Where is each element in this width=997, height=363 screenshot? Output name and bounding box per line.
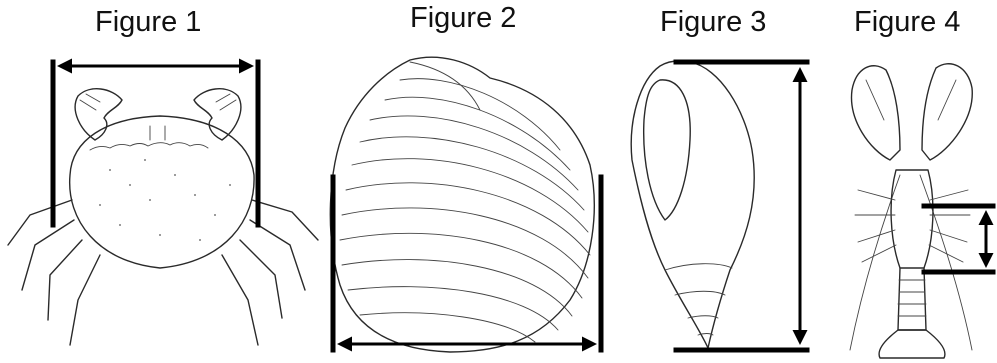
whelk-height-measure [676, 62, 807, 350]
lobster-illustration [850, 64, 972, 358]
clam-length-measure [333, 177, 601, 350]
whelk-illustration [631, 61, 754, 348]
clam-illustration [330, 57, 594, 352]
